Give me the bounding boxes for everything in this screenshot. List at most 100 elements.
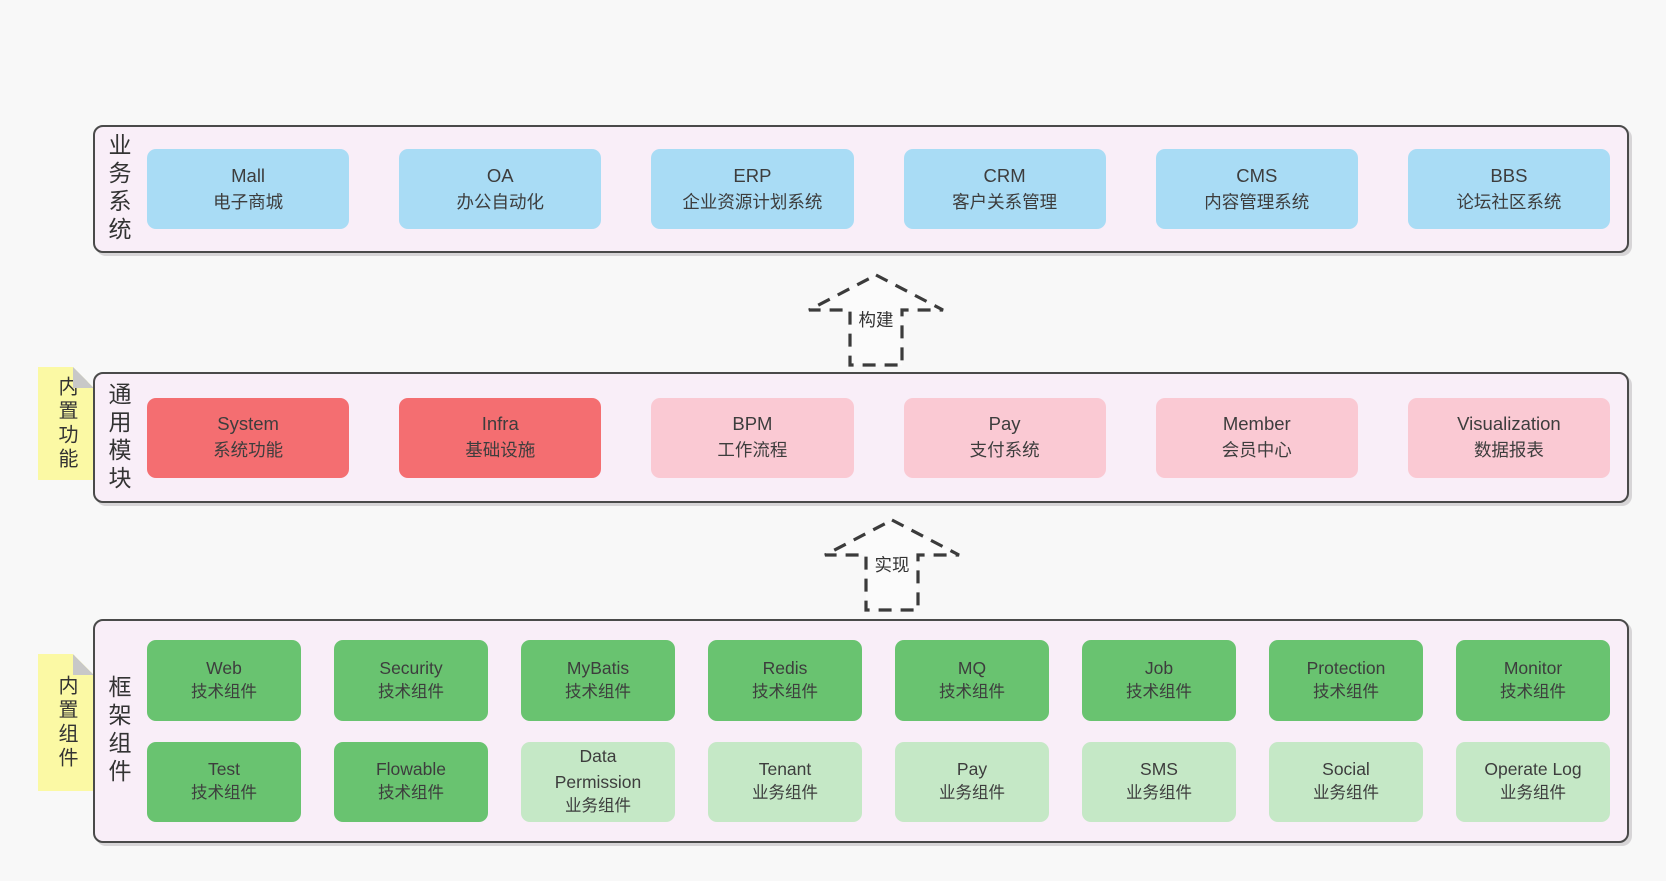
box-flowable-desc: 技术组件 [378, 784, 444, 803]
box-bpm: BPM 工作流程 [651, 397, 854, 478]
implement-arrow: 实现 [822, 517, 962, 613]
sticky-components-label: 内置组件 [55, 674, 77, 771]
box-bbs-desc: 论坛社区系统 [1456, 191, 1562, 212]
box-mq-desc: 技术组件 [939, 682, 1005, 701]
build-arrow-label: 构建 [852, 306, 900, 333]
box-mybatis-desc: 技术组件 [565, 682, 631, 701]
box-test-desc: 技术组件 [191, 784, 257, 803]
box-web-desc: 技术组件 [191, 682, 257, 701]
box-monitor-name: Monitor [1503, 657, 1563, 678]
box-member-desc: 会员中心 [1221, 440, 1292, 461]
box-pay-component: Pay 业务组件 [895, 741, 1049, 822]
box-tenant: Tenant 业务组件 [708, 741, 862, 822]
box-redis-desc: 技术组件 [752, 682, 818, 701]
box-bpm-desc: 工作流程 [717, 440, 788, 461]
box-data-permission-desc: 业务组件 [565, 797, 631, 816]
box-infra: Infra 基础设施 [399, 397, 602, 478]
box-protection-name: Protection [1306, 657, 1386, 678]
layer-label-modules: 通用模块 [105, 381, 131, 494]
box-bpm-name: BPM [732, 413, 773, 435]
box-security-name: Security [379, 657, 443, 678]
box-system-desc: 系统功能 [213, 440, 284, 461]
box-crm-desc: 客户关系管理 [952, 191, 1058, 212]
box-data-permission-name: Data Permission [554, 746, 642, 792]
layer-label-components: 框架组件 [105, 675, 131, 787]
modules-box-row: System 系统功能 Infra 基础设施 BPM 工作流程 Pay 支付系统… [147, 397, 1611, 478]
box-web-name: Web [206, 657, 242, 678]
box-mq-name: MQ [957, 657, 987, 678]
box-social-name: Social [1322, 759, 1370, 780]
box-pay-module-name: Pay [988, 413, 1021, 435]
box-sms: SMS 业务组件 [1082, 741, 1236, 822]
layer-business-systems: 业务系统 Mall 电子商城 OA 办公自动化 ERP 企业资源计划系统 CRM… [93, 125, 1629, 253]
box-sms-name: SMS [1140, 759, 1178, 780]
business-box-row: Mall 电子商城 OA 办公自动化 ERP 企业资源计划系统 CRM 客户关系… [147, 149, 1611, 229]
box-tenant-name: Tenant [758, 759, 812, 780]
implement-arrow-label: 实现 [868, 551, 916, 578]
box-erp: ERP 企业资源计划系统 [651, 149, 854, 229]
box-social: Social 业务组件 [1269, 741, 1423, 822]
box-protection-desc: 技术组件 [1313, 682, 1379, 701]
sticky-note-built-in-features: 内置功能 [38, 367, 94, 480]
box-pay-module-desc: 支付系统 [969, 440, 1040, 461]
box-bbs: BBS 论坛社区系统 [1407, 149, 1611, 229]
box-test: Test 技术组件 [147, 741, 301, 822]
box-system: System 系统功能 [147, 397, 350, 478]
box-mall-desc: 电子商城 [213, 191, 284, 212]
box-oa: OA 办公自动化 [399, 149, 602, 229]
box-monitor-desc: 技术组件 [1500, 682, 1566, 701]
layer-label-business: 业务系统 [105, 133, 131, 245]
box-test-name: Test [207, 759, 241, 780]
box-pay-component-name: Pay [956, 759, 988, 780]
sticky-note-built-in-components: 内置组件 [38, 654, 94, 791]
box-social-desc: 业务组件 [1313, 784, 1379, 803]
box-web: Web 技术组件 [147, 640, 301, 721]
box-member-name: Member [1222, 413, 1291, 435]
box-job: Job 技术组件 [1082, 640, 1236, 721]
box-visualization: Visualization 数据报表 [1407, 397, 1611, 478]
box-operate-log-name: Operate Log [1484, 759, 1582, 780]
box-erp-desc: 企业资源计划系统 [682, 191, 823, 212]
box-sms-desc: 业务组件 [1126, 784, 1192, 803]
box-oa-desc: 办公自动化 [456, 191, 545, 212]
box-mall: Mall 电子商城 [147, 149, 350, 229]
box-erp-name: ERP [733, 164, 772, 186]
box-crm: CRM 客户关系管理 [903, 149, 1106, 229]
box-mq: MQ 技术组件 [895, 640, 1049, 721]
box-job-desc: 技术组件 [1126, 682, 1192, 701]
box-visualization-desc: 数据报表 [1473, 440, 1544, 461]
layer-framework-components: 框架组件 Web 技术组件 Security 技术组件 MyBatis 技术组件… [93, 619, 1629, 843]
box-flowable: Flowable 技术组件 [334, 741, 488, 822]
sticky-features-label: 内置功能 [55, 375, 77, 472]
box-infra-desc: 基础设施 [465, 440, 536, 461]
box-redis: Redis 技术组件 [708, 640, 862, 721]
box-protection: Protection 技术组件 [1269, 640, 1423, 721]
box-operate-log: Operate Log 业务组件 [1456, 741, 1610, 822]
layer-common-modules: 通用模块 System 系统功能 Infra 基础设施 BPM 工作流程 Pay… [93, 372, 1629, 503]
box-pay-component-desc: 业务组件 [939, 784, 1005, 803]
box-cms: CMS 内容管理系统 [1155, 149, 1358, 229]
box-monitor: Monitor 技术组件 [1456, 640, 1610, 721]
box-system-name: System [217, 413, 279, 435]
box-visualization-name: Visualization [1457, 413, 1561, 435]
box-oa-name: OA [486, 164, 514, 186]
box-security: Security 技术组件 [334, 640, 488, 721]
build-arrow: 构建 [806, 272, 946, 368]
box-tenant-desc: 业务组件 [752, 784, 818, 803]
box-cms-name: CMS [1236, 164, 1278, 186]
box-crm-name: CRM [983, 164, 1026, 186]
components-grid: Web 技术组件 Security 技术组件 MyBatis 技术组件 Redi… [147, 640, 1610, 822]
box-redis-name: Redis [762, 657, 808, 678]
box-mall-name: Mall [231, 164, 266, 186]
box-pay-module: Pay 支付系统 [903, 397, 1106, 478]
box-mybatis-name: MyBatis [566, 657, 630, 678]
box-job-name: Job [1144, 657, 1174, 678]
box-flowable-name: Flowable [375, 759, 447, 780]
box-security-desc: 技术组件 [378, 682, 444, 701]
box-cms-desc: 内容管理系统 [1204, 191, 1310, 212]
box-bbs-name: BBS [1490, 164, 1528, 186]
box-data-permission: Data Permission 业务组件 [521, 741, 675, 822]
box-member: Member 会员中心 [1155, 397, 1358, 478]
box-operate-log-desc: 业务组件 [1500, 784, 1566, 803]
